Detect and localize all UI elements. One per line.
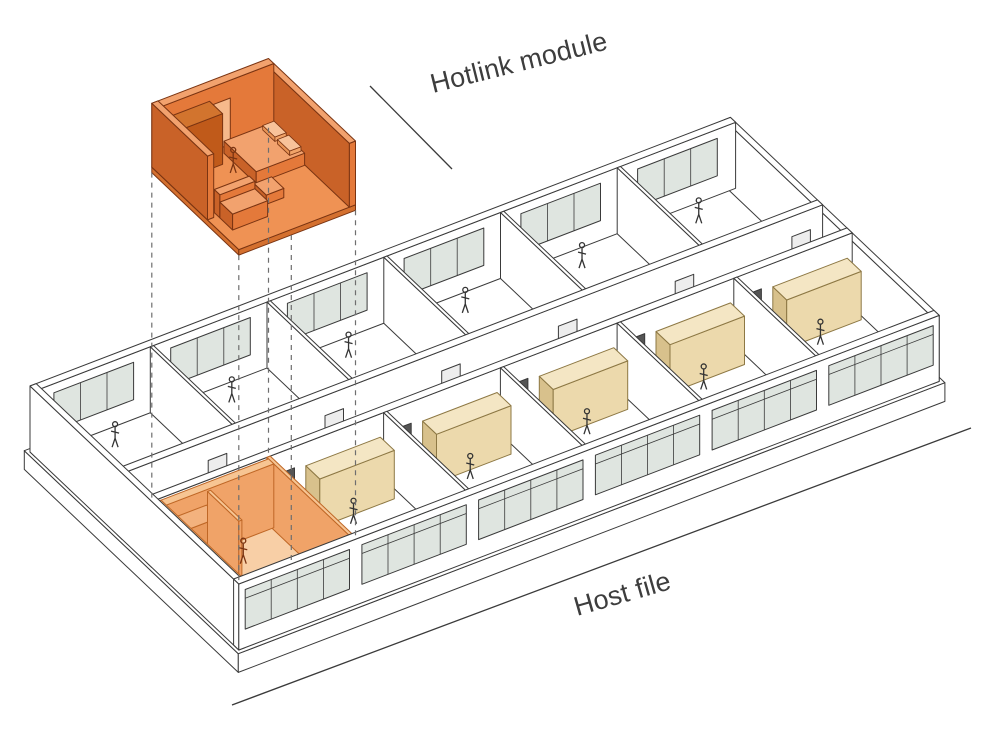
hotlink-leader-line [369, 85, 453, 170]
host-file-label: Host file [570, 566, 674, 622]
host-building-drawing [23, 116, 946, 673]
hotlink-module-drawing [151, 58, 356, 256]
host-leader-line [231, 427, 972, 706]
hotlink-module-label: Hotlink module [427, 26, 610, 99]
projection-dash-lines [151, 127, 357, 583]
